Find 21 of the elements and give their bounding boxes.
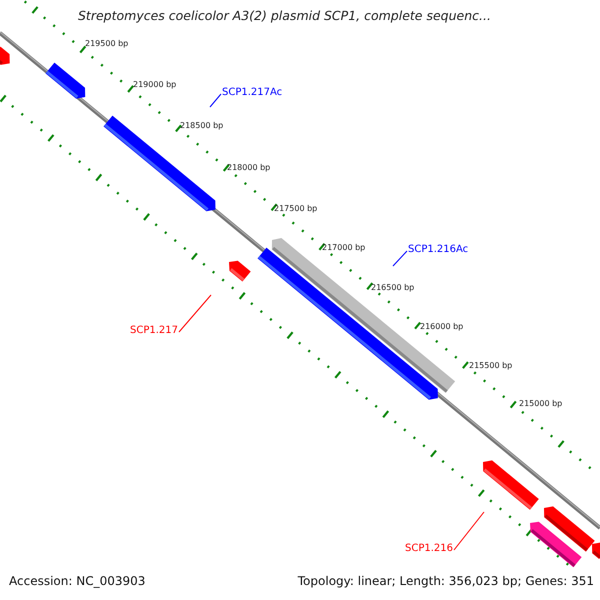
leader-line: [454, 512, 484, 550]
gene-label: SCP1.216: [405, 544, 453, 554]
leader-line: [178, 294, 212, 332]
tick-label: 215500 bp: [469, 362, 512, 370]
gene-label: SCP1.217Ac: [222, 88, 282, 98]
leader-line: [392, 250, 408, 266]
gene-label: SCP1.216Ac: [408, 245, 468, 255]
accession-text: Accession: NC_003903: [9, 575, 146, 587]
tick-label: 219500 bp: [85, 40, 128, 48]
tick-label: 218000 bp: [227, 164, 270, 172]
title: Streptomyces coelicolor A3(2) plasmid SCP1, complete sequenc...: [78, 10, 491, 22]
tick-label: 217500 bp: [274, 205, 318, 213]
leader-line: [210, 94, 222, 108]
tick-label: 218500 bp: [180, 122, 224, 130]
tick-label: 217000 bp: [322, 244, 366, 252]
gene-label: SCP1.217: [130, 326, 178, 336]
tick-label: 216000 bp: [420, 323, 464, 331]
tick-label: 219000 bp: [133, 81, 176, 89]
tick-label: 215000 bp: [519, 400, 562, 408]
genome-info-text: Topology: linear; Length: 356,023 bp; Genes: 351: [298, 575, 594, 587]
tick-label: 216500 bp: [371, 284, 414, 292]
